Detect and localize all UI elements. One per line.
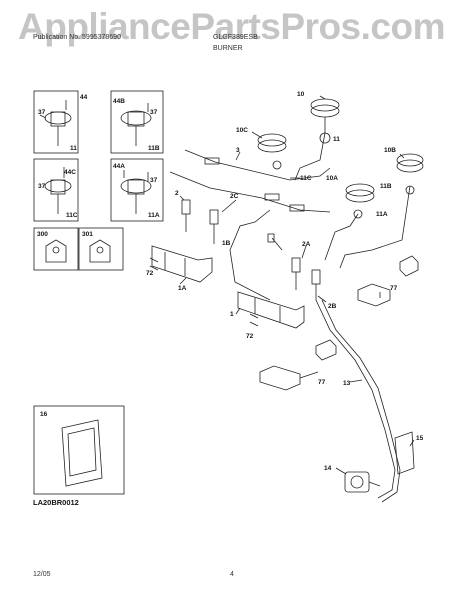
label-11a: 11A <box>376 211 388 218</box>
label-72-bottom: 72 <box>246 333 254 340</box>
inset-box-301 <box>78 227 124 271</box>
footer-date: 12/05 <box>33 571 51 578</box>
label-44b: 44B <box>113 98 125 105</box>
bracket-sketch-301 <box>89 239 111 263</box>
page-number: 4 <box>230 571 234 578</box>
label-14: 14 <box>324 465 332 472</box>
valve-2 <box>181 199 191 232</box>
bracket-sketch-300 <box>45 239 67 263</box>
valve-2b <box>311 269 321 300</box>
gas-tube-13 <box>315 299 396 499</box>
tube-11b <box>339 185 411 269</box>
burner-10b <box>396 153 424 195</box>
label-11a-inset: 11A <box>148 212 160 219</box>
section-title: BURNER <box>213 45 243 52</box>
label-11-main: 11 <box>333 136 340 143</box>
inset-box-11b <box>110 90 164 154</box>
label-11b-inset: 11B <box>148 145 160 152</box>
label-11c-inset: 11C <box>66 212 78 219</box>
inset-box-11a <box>110 158 164 222</box>
model-number: GLGF389ESB <box>213 34 258 41</box>
publication-number: Publication No. 5995378690 <box>33 34 121 41</box>
diagram-code: LA20BR0012 <box>33 498 79 507</box>
manifold-1 <box>237 291 305 329</box>
valve-2c <box>209 209 219 244</box>
label-3: 3 <box>236 147 240 154</box>
inset-box-300 <box>33 227 79 271</box>
label-15: 15 <box>416 435 424 442</box>
label-44c: 44C <box>64 169 76 176</box>
label-44a: 44A <box>113 163 125 170</box>
burner-10c <box>257 133 287 170</box>
valve-sketch-11 <box>39 100 72 146</box>
bracket-15 <box>394 431 415 475</box>
label-10b: 10B <box>384 147 396 154</box>
label-11: 11 <box>70 145 77 152</box>
label-13: 13 <box>343 380 351 387</box>
label-37a: 37 <box>150 177 158 184</box>
label-72-top: 72 <box>146 270 154 277</box>
valve-sketch-11a <box>120 170 152 214</box>
label-37: 37 <box>38 109 46 116</box>
label-1b: 1B <box>222 240 231 247</box>
label-37b: 37 <box>150 109 158 116</box>
label-2b: 2B <box>328 303 337 310</box>
watermark: AppliancePartsPros.com <box>18 6 445 47</box>
bracket-77-bottom-left <box>259 365 301 391</box>
label-300: 300 <box>37 231 48 238</box>
spark-harness-3b <box>169 171 331 213</box>
label-301: 301 <box>82 231 93 238</box>
bracket-77-top <box>357 283 391 307</box>
tube-11 <box>294 132 326 181</box>
screws-72-bottom <box>249 313 259 327</box>
label-2c: 2C <box>230 193 239 200</box>
inset-box-16 <box>33 405 125 495</box>
label-44: 44 <box>80 94 88 101</box>
bracket-77-bottom-mid <box>315 339 337 361</box>
label-10: 10 <box>297 91 305 98</box>
label-16: 16 <box>40 411 48 418</box>
inset-box-11c <box>33 158 79 222</box>
label-10c: 10C <box>236 127 248 134</box>
pressure-regulator-14 <box>344 471 381 493</box>
inset-box-11 <box>33 90 79 154</box>
label-1: 1 <box>230 311 234 318</box>
burner-10a <box>345 183 375 219</box>
label-77-bottom: 77 <box>318 379 326 386</box>
valve-sketch-11b <box>120 103 152 146</box>
tube-1b <box>229 209 271 301</box>
bracket-77-right <box>399 255 419 277</box>
label-77-top: 77 <box>390 285 398 292</box>
label-2: 2 <box>175 190 179 197</box>
spark-harness-3 <box>184 149 331 181</box>
label-2a: 2A <box>302 241 311 248</box>
label-1a: 1A <box>178 285 187 292</box>
label-37c: 37 <box>38 183 46 190</box>
label-11c: 11C <box>300 175 312 182</box>
heat-shield-sketch-16 <box>61 419 103 487</box>
valve-sketch-11c <box>44 167 72 214</box>
valve-2a <box>291 257 301 290</box>
label-11b: 11B <box>380 183 392 190</box>
screws-72-top <box>149 257 159 271</box>
label-10a: 10A <box>326 175 338 182</box>
manifold-1a <box>151 245 213 283</box>
tube-11a <box>324 213 359 261</box>
